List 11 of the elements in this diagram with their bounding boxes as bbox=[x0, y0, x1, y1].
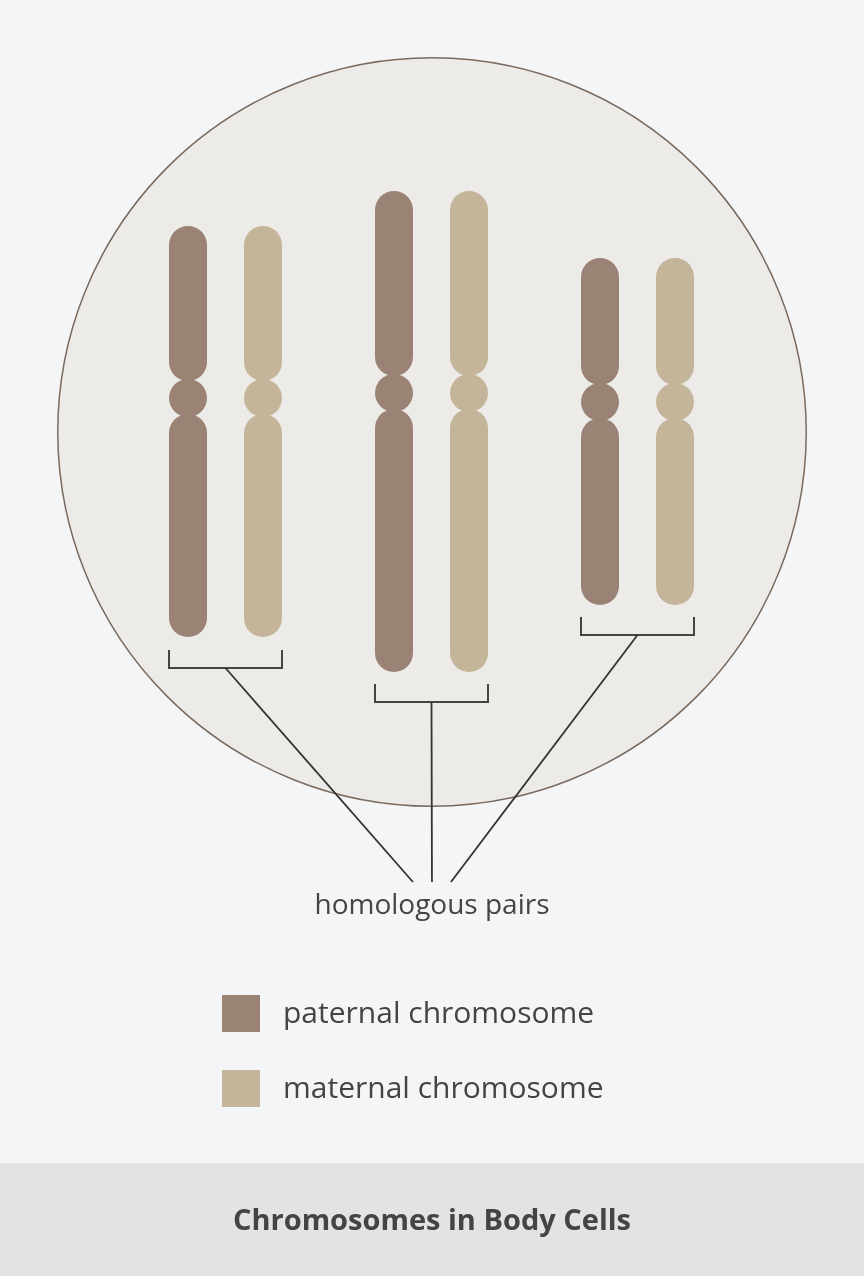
leader-line bbox=[224, 667, 414, 883]
bracket bbox=[580, 616, 695, 636]
legend-label: paternal chromosome bbox=[283, 991, 595, 1032]
annotation-label: homologous pairs bbox=[314, 884, 550, 922]
legend-label: maternal chromosome bbox=[283, 1066, 604, 1107]
bracket bbox=[374, 683, 489, 703]
leader-line bbox=[450, 634, 639, 883]
cell-circle bbox=[57, 57, 807, 807]
bracket bbox=[168, 649, 283, 669]
leader-line bbox=[430, 701, 433, 883]
caption: Chromosomes in Body Cells bbox=[232, 1199, 632, 1238]
